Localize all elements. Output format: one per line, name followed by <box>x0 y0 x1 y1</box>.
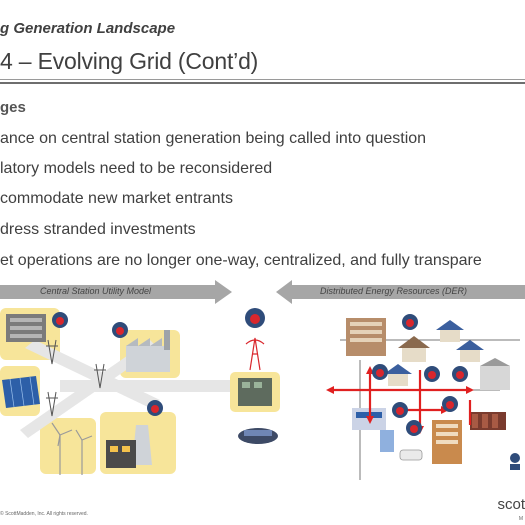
solar-panel-icon <box>2 376 40 408</box>
power-plant-icon <box>106 425 152 468</box>
lock-badge-icon <box>52 312 163 416</box>
bullet-item: commodate new market entrants <box>0 190 233 207</box>
title-rule-thin <box>0 79 525 80</box>
bullet-item: dress stranded investments <box>0 221 196 238</box>
house-icon <box>384 320 484 386</box>
copyright-notice: © ScottMadden, Inc. All rights reserved. <box>0 511 88 517</box>
direction-arrows <box>0 280 525 304</box>
warehouse-icon <box>480 358 510 390</box>
left-pointing-arrow <box>276 280 525 304</box>
slide-kicker: g Generation Landscape <box>0 20 176 37</box>
central-station-label: Central Station Utility Model <box>40 286 152 296</box>
transmission-tower-icon <box>46 339 106 417</box>
transmission-path <box>60 380 240 392</box>
highlight-panel <box>40 418 96 474</box>
grid-illustration <box>0 308 520 480</box>
ev-car-icon <box>399 449 423 461</box>
der-label: Distributed Energy Resources (DER) <box>320 286 468 296</box>
storage-battery-icon <box>470 412 506 430</box>
slide-title: 4 – Evolving Grid (Cont’d) <box>0 48 259 74</box>
lock-badge-icon <box>372 314 468 436</box>
control-room-icon <box>238 428 278 444</box>
radio-tower-icon <box>245 337 265 371</box>
lock-badge-icon <box>245 308 265 328</box>
right-pointing-arrow <box>0 280 232 304</box>
wind-turbine-icon <box>51 422 93 475</box>
factory-icon <box>126 330 170 372</box>
central-station-cluster <box>0 308 240 475</box>
control-center <box>230 308 280 444</box>
section-heading: ges <box>0 99 26 116</box>
title-rule-thick <box>0 82 525 84</box>
bullet-item: ance on central station generation being… <box>0 130 427 147</box>
bullet-item: latory models need to be reconsidered <box>0 160 273 177</box>
brand-logo-mark <box>510 453 520 470</box>
der-cluster <box>326 314 520 480</box>
bullet-item: et operations are no longer one-way, cen… <box>0 252 482 269</box>
substation-icon <box>6 314 46 342</box>
brand-wordmark: scot <box>497 496 525 513</box>
brand-subtext: M <box>518 516 523 522</box>
ev-charging-icon <box>352 408 394 452</box>
apartment-icon <box>432 420 462 464</box>
office-building-icon <box>346 318 386 356</box>
